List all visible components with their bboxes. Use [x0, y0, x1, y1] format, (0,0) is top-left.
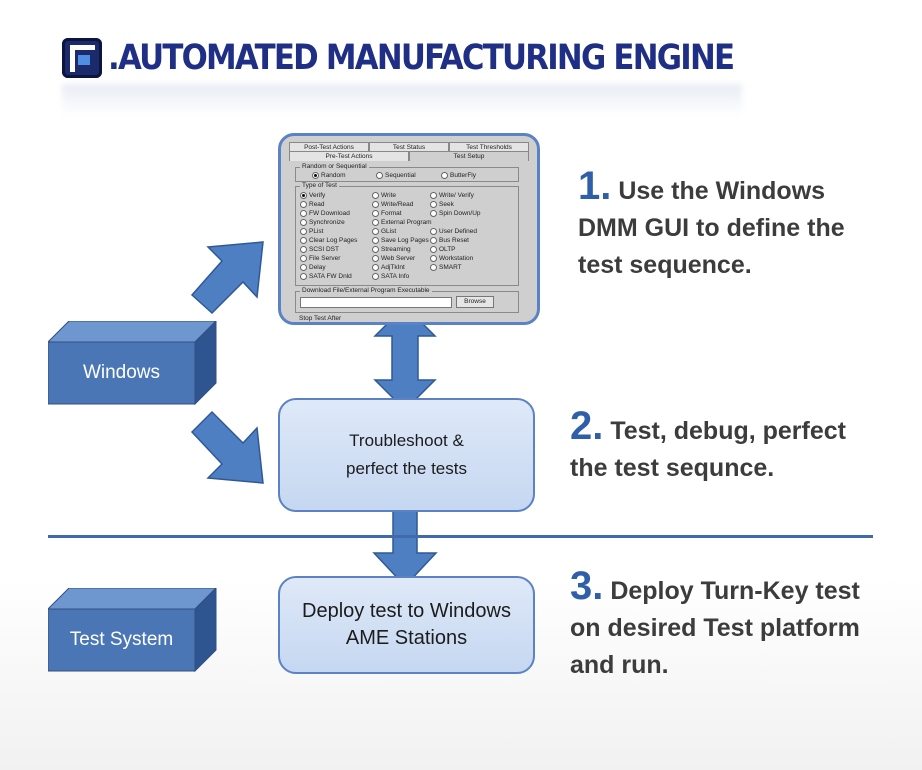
stop-test-label: Stop Test After — [299, 315, 342, 322]
step-1-line-1: Use the Windows — [618, 177, 826, 205]
title-bar: .AUTOMATED MANUFACTURING ENGINE — [62, 32, 819, 84]
test-type-option: SATA FW Dnld — [300, 272, 352, 281]
troubleshoot-box: Troubleshoot & perfect the tests — [278, 398, 535, 512]
radio-butterfly: ButterFly — [441, 171, 476, 180]
download-group: Download File/External Program Executabl… — [295, 287, 519, 313]
tab-test-status: Test Status — [369, 142, 449, 152]
test-type-option: Seek — [430, 200, 454, 209]
step-3: 3. Deploy Turn-Key test on desired Test … — [570, 566, 915, 684]
test-type-option: PList — [300, 227, 323, 236]
test-type-option: Delay — [300, 263, 326, 272]
step-1-number: 1. — [578, 164, 612, 208]
block-arrow-icon — [190, 410, 264, 484]
troubleshoot-label: Troubleshoot & perfect the tests — [346, 431, 467, 478]
test-type-option: Synchronize — [300, 218, 345, 227]
test-type-option: SMART — [430, 263, 462, 272]
step-3-line-1: Deploy Turn-Key test — [610, 577, 860, 605]
test-type-option: Verify — [300, 191, 325, 200]
section-divider — [48, 535, 873, 538]
test-type-option: Format — [372, 209, 402, 218]
test-type-option: FW Download — [300, 209, 350, 218]
step-1-line-2: DMM GUI to define the — [578, 214, 845, 242]
test-type-option: Clear Log Pages — [300, 236, 357, 245]
windows-block-shape — [48, 321, 217, 405]
test-type-option: User Defined — [430, 227, 477, 236]
test-type-option: AdjTkInt — [372, 263, 405, 272]
test-type-option: Write/Read — [372, 200, 413, 209]
radio-random: Random — [312, 171, 346, 180]
deploy-box: Deploy test to Windows AME Stations — [278, 576, 535, 674]
step-2-line-2: the test sequnce. — [570, 454, 775, 482]
tab-pre-test-actions: Pre-Test Actions — [289, 151, 409, 161]
step-3-line-3: and run. — [570, 651, 669, 679]
random-group: Random or Sequential Random Sequential B… — [295, 163, 519, 182]
step-2-number: 2. — [570, 404, 604, 448]
page-title: .AUTOMATED MANUFACTURING ENGINE — [108, 38, 735, 78]
test-type-option: File Server — [300, 254, 340, 263]
test-type-option: Web Server — [372, 254, 415, 263]
test-type-option: Spin Down/Up — [430, 209, 481, 218]
test-type-option: Streaming — [372, 245, 411, 254]
test-type-option: SCSI DST — [300, 245, 339, 254]
step-1-line-3: test sequence. — [578, 251, 752, 279]
test-type-option: Read — [300, 200, 325, 209]
test-system-block-label: Test System — [69, 629, 174, 650]
step-2: 2. Test, debug, perfect the test sequnce… — [570, 406, 910, 487]
dmm-gui-screenshot: Post-Test Actions Test Status Test Thres… — [278, 133, 540, 325]
test-system-block-shape — [48, 588, 217, 672]
test-type-option: Save Log Pages — [372, 236, 429, 245]
test-type-option: GList — [372, 227, 396, 236]
test-type-option: SATA Info — [372, 272, 409, 281]
tab-test-thresholds: Test Thresholds — [449, 142, 529, 152]
test-type-option: Write — [372, 191, 396, 200]
ame-logo-icon — [62, 38, 102, 78]
tab-post-test-actions: Post-Test Actions — [289, 142, 369, 152]
deploy-label: Deploy test to Windows AME Stations — [302, 600, 511, 649]
test-type-option: External Program — [372, 218, 432, 227]
test-type-option: Workstation — [430, 254, 473, 263]
tab-test-setup: Test Setup — [409, 151, 529, 161]
test-type-option: Bus Reset — [430, 236, 469, 245]
windows-block-label: Windows — [82, 362, 161, 383]
download-path-field — [300, 297, 452, 308]
block-arrow-icon — [190, 241, 264, 315]
step-2-line-1: Test, debug, perfect — [610, 417, 846, 445]
step-3-number: 3. — [570, 564, 604, 608]
test-type-option: OLTP — [430, 245, 456, 254]
test-type-option: Write/ Verify — [430, 191, 474, 200]
browse-button: Browse — [456, 296, 494, 308]
block-arrow-icon — [372, 509, 438, 588]
step-1: 1. Use the Windows DMM GUI to define the… — [578, 166, 908, 284]
radio-sequential: Sequential — [376, 171, 416, 180]
title-reflection — [62, 84, 742, 116]
step-3-line-2: on desired Test platform — [570, 614, 860, 642]
